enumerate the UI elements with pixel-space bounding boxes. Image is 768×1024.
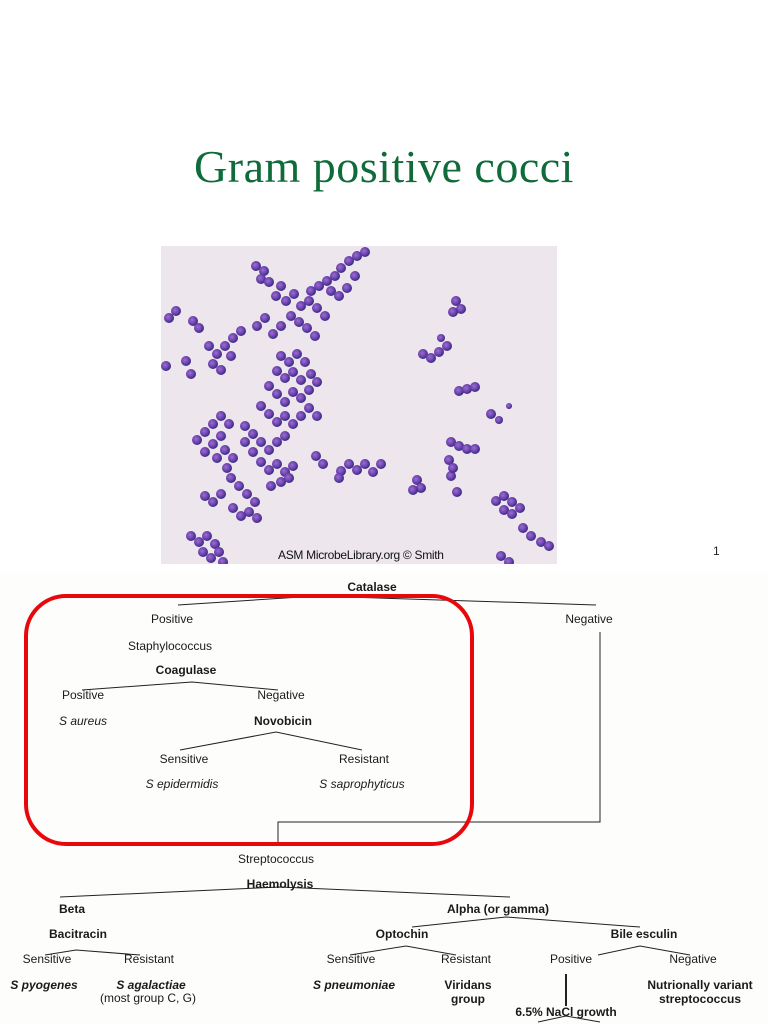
bile-esculin-label: Bile esculin <box>610 927 678 941</box>
s-pneumoniae-label: S pneumoniae <box>312 978 396 992</box>
viridans-line-1: Viridans <box>444 978 492 992</box>
coagulase-label: Coagulase <box>155 663 217 677</box>
bile-negative-label: Negative <box>669 952 717 966</box>
image-credit: ASM MicrobeLibrary.org © Smith <box>278 548 444 562</box>
most-group-label: (most group C, G) <box>99 991 197 1005</box>
optochin-label: Optochin <box>375 927 429 941</box>
nutritionally-line-2: streptococcus <box>658 992 742 1006</box>
s-aureus-label: S aureus <box>58 714 108 728</box>
alpha-label: Alpha (or gamma) <box>446 902 550 916</box>
bile-positive-label: Positive <box>549 952 593 966</box>
nacl-growth-label: 6.5% NaCl growth <box>515 1005 617 1019</box>
s-epidermidis-label: S epidermidis <box>145 777 219 791</box>
viridans-group-label: Viridans group <box>444 978 491 1006</box>
micrograph-image <box>161 246 557 564</box>
flowchart-lines <box>24 594 691 1023</box>
coagulase-negative-label: Negative <box>257 688 305 702</box>
optochin-sensitive-label: Sensitive <box>326 952 376 966</box>
s-agalactiae-label: S agalactiae <box>116 978 186 992</box>
novobicin-sensitive-label: Sensitive <box>159 752 209 766</box>
s-saprophyticus-label: S saprophyticus <box>319 777 405 791</box>
novobicin-label: Novobicin <box>253 714 313 728</box>
page-number: 1 <box>713 544 720 558</box>
nutritionally-line-1: Nutrionally variant <box>647 978 753 992</box>
nutritionally-variant-label: Nutrionally variant streptococcus <box>647 978 752 1006</box>
streptococcus-label: Streptococcus <box>237 852 315 866</box>
viridans-line-2: group <box>450 992 485 1006</box>
optochin-resistant-label: Resistant <box>440 952 492 966</box>
slide-title: Gram positive cocci <box>194 141 574 192</box>
haemolysis-label: Haemolysis <box>246 877 314 891</box>
slide: Gram positive cocci <box>161 141 720 564</box>
bacitracin-label: Bacitracin <box>48 927 108 941</box>
beta-label: Beta <box>58 902 86 916</box>
bacitracin-sensitive-label: Sensitive <box>22 952 72 966</box>
bacitracin-resistant-label: Resistant <box>123 952 175 966</box>
cocci-illustration <box>161 247 554 564</box>
highlight-box <box>24 594 474 846</box>
coagulase-positive-label: Positive <box>61 688 105 702</box>
staphylococcus-label: Staphylococcus <box>127 639 213 653</box>
s-pyogenes-label: S pyogenes <box>10 978 78 992</box>
identification-flowchart: Catalase Positive Negative Staphylococcu… <box>0 572 768 1024</box>
catalase-negative-label: Negative <box>565 612 613 626</box>
novobicin-resistant-label: Resistant <box>338 752 390 766</box>
catalase-positive-label: Positive <box>150 612 194 626</box>
catalase-label: Catalase <box>347 580 397 594</box>
